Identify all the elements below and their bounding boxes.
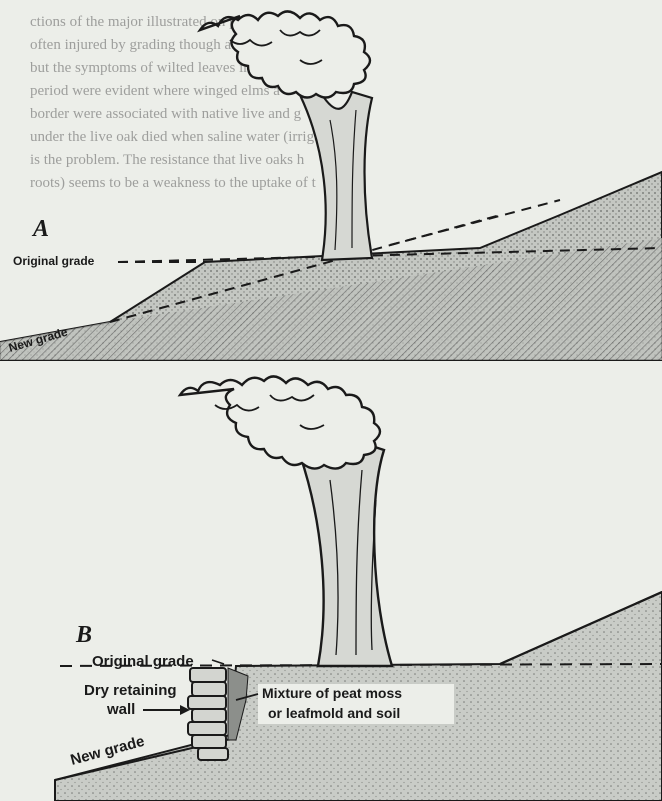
bleed-line: under the live oak died when saline wate… xyxy=(30,129,329,145)
wall-label-line1: Dry retaining xyxy=(84,682,177,699)
wall-label-line2: wall xyxy=(106,701,135,718)
bleed-line: roots) seems to be a weakness to the upt… xyxy=(30,175,317,191)
panel-label-a: A xyxy=(31,216,49,242)
original-grade-pointer-b xyxy=(212,660,224,664)
bleed-line: border were associated with native live … xyxy=(30,106,302,122)
figure-b: B Original grade Dry retaining wall Mixt… xyxy=(55,376,662,801)
dry-retaining-wall xyxy=(188,668,228,760)
original-grade-label-a: Original grade xyxy=(13,254,95,268)
panel-label-b: B xyxy=(75,622,92,648)
tree-crown-b xyxy=(180,376,380,468)
mixture-label-line1: Mixture of peat moss xyxy=(262,685,402,701)
original-grade-label-b: Original grade xyxy=(92,653,194,670)
bleed-line: is the problem. The resistance that live… xyxy=(30,152,305,168)
tree-trunk-b xyxy=(300,442,392,666)
mixture-label-line2: or leafmold and soil xyxy=(268,705,400,721)
bleed-line: period were evident where winged elms a xyxy=(30,83,280,99)
